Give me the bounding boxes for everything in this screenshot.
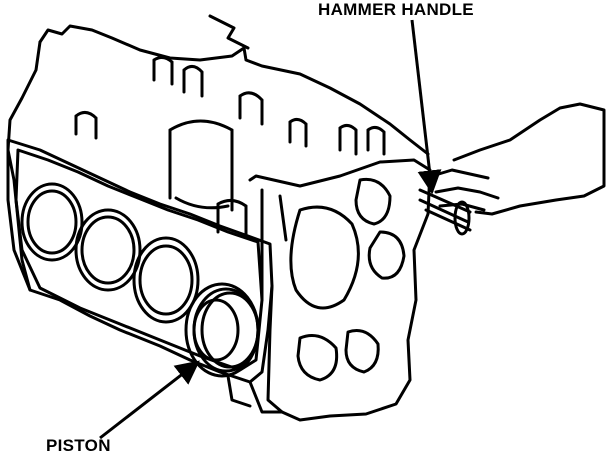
block-rear-end	[248, 158, 432, 422]
hand-fingers	[430, 168, 500, 212]
rear-face-hole-3	[296, 334, 339, 382]
deck-boss-3	[182, 65, 204, 98]
lower-stud	[216, 199, 248, 238]
cylinder-bore-2-inner	[80, 215, 136, 285]
piston-ring-2	[200, 291, 260, 369]
cylinder-bore-2	[74, 208, 142, 292]
block-top-outline	[38, 24, 430, 156]
piston-leader	[99, 360, 200, 440]
rear-face-hole-4	[344, 329, 380, 374]
piston-label: PISTON	[46, 436, 111, 455]
cylinder-bore-1-inner	[26, 189, 78, 255]
cylinder-bore-1	[20, 182, 84, 262]
deck-boss-7	[366, 125, 386, 156]
center-boss	[168, 119, 234, 212]
rear-face-hole-1	[354, 177, 392, 226]
deck-boss-2	[152, 55, 174, 86]
deck-boss-5	[288, 117, 308, 148]
block-break-line	[208, 14, 250, 50]
hammer-handle-label: HAMMER HANDLE	[318, 0, 474, 19]
rear-face-hole-2	[367, 230, 406, 280]
deck-boss-1	[74, 111, 98, 140]
piston-crown	[192, 298, 240, 362]
deck-face-outline	[6, 138, 274, 384]
hammer-handle-end	[453, 200, 471, 236]
hammer-handle-leader	[410, 19, 442, 195]
deck-boss-6	[338, 123, 358, 156]
block-skirt	[226, 374, 284, 414]
cylinder-bore-3-inner	[138, 244, 194, 316]
deck-boss-4	[238, 91, 264, 126]
hand-outline	[452, 102, 606, 216]
cylinder-bore-3	[132, 236, 200, 324]
rear-face-detail	[260, 188, 360, 310]
